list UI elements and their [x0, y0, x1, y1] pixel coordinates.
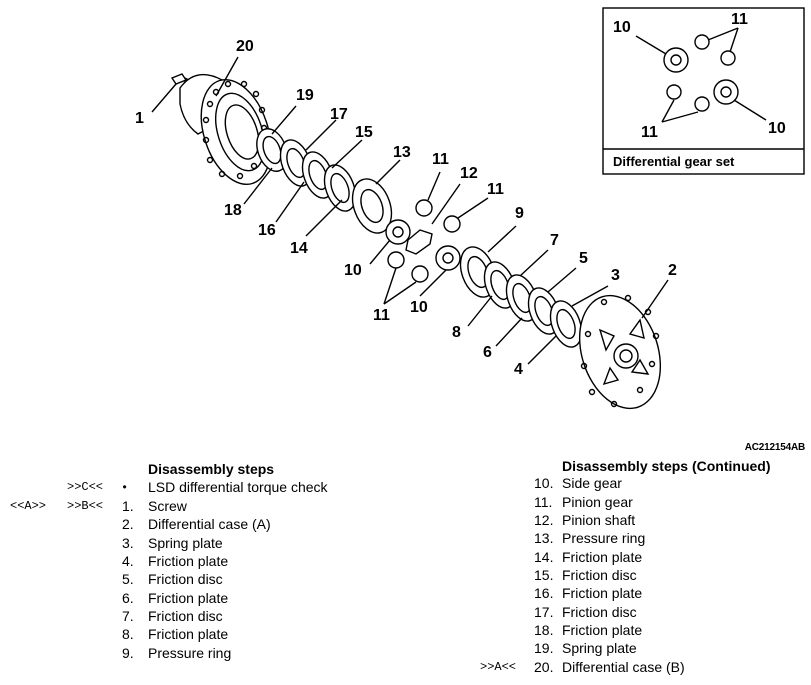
callout-17: 17 — [330, 106, 348, 123]
leader-20 — [215, 56, 239, 97]
leader-14 — [305, 199, 343, 237]
leader-11a — [427, 171, 441, 201]
right-step-item: 19.Spring plate — [534, 640, 637, 656]
differential-case-b-part — [179, 73, 272, 186]
left-step-item: 4.Friction plate — [122, 553, 229, 569]
right-step-item: 10.Side gear — [534, 475, 622, 491]
callout-6: 6 — [483, 344, 492, 361]
left-step-item: 1.Screw — [122, 498, 187, 514]
leader-12 — [431, 183, 461, 225]
callout-20: 20 — [236, 38, 254, 55]
leader-6 — [495, 317, 523, 347]
mark-c: >>C<< — [67, 480, 104, 494]
callout-10b: 10 — [410, 299, 428, 316]
mark-a-right: >>A<< — [480, 660, 517, 674]
figure-id-code: AC212154AB — [744, 442, 805, 453]
leader-10a — [369, 239, 391, 265]
leader-17 — [305, 119, 337, 151]
leader-2 — [641, 279, 669, 319]
inset-gears — [663, 34, 739, 112]
lower-plate-stack — [459, 246, 583, 348]
right-step-item: 18.Friction plate — [534, 622, 643, 638]
right-steps-title: Disassembly steps (Continued) — [562, 458, 771, 474]
left-step-item: 7.Friction disc — [122, 608, 223, 624]
exploded-view-illustration — [151, 7, 805, 410]
callout-9: 9 — [515, 205, 524, 222]
callout-3: 3 — [611, 267, 620, 284]
inset-leader-11b-2 — [661, 111, 699, 123]
left-step-item: LSD differential torque check — [148, 479, 328, 495]
leader-11c-a — [383, 267, 397, 305]
callout-7: 7 — [550, 232, 559, 249]
leader-18 — [243, 167, 273, 205]
callout-15: 15 — [355, 124, 373, 141]
callout-10a: 10 — [344, 262, 362, 279]
right-step-item: 17.Friction disc — [534, 604, 637, 620]
callout-18: 18 — [224, 202, 242, 219]
callout-16: 16 — [258, 222, 276, 239]
inset-callout-10b: 10 — [768, 120, 786, 137]
leader-11c-b — [383, 281, 417, 305]
leader-7 — [519, 249, 549, 277]
right-step-item: 13.Pressure ring — [534, 530, 646, 546]
right-step-item: 15.Friction disc — [534, 567, 637, 583]
callout-12: 12 — [460, 165, 478, 182]
right-step-item: 20.Differential case (B) — [534, 659, 685, 675]
callout-1: 1 — [135, 110, 144, 127]
leader-3 — [571, 285, 609, 307]
left-step-item: 9.Pressure ring — [122, 645, 232, 661]
mark-a-left: <<A>> — [10, 499, 47, 513]
inset-leader-10b — [733, 99, 767, 121]
callout-4: 4 — [514, 361, 523, 378]
inset-callout-11b: 11 — [641, 124, 658, 141]
right-step-item: 12.Pinion shaft — [534, 512, 636, 528]
callout-11b: 11 — [487, 181, 504, 198]
leader-1 — [151, 83, 177, 113]
inset-leader-11a-2 — [729, 27, 739, 53]
inset-leader-11a-1 — [707, 27, 739, 41]
leader-19 — [271, 105, 297, 135]
callout-11a: 11 — [432, 151, 449, 168]
differential-case-a-part — [578, 294, 662, 410]
leader-13 — [375, 159, 401, 185]
inset-leader-10a — [635, 35, 667, 55]
callout-2: 2 — [668, 262, 677, 279]
left-steps-title: Disassembly steps — [148, 461, 275, 477]
inset-caption: Differential gear set — [613, 154, 735, 169]
bullet-mark: • — [121, 481, 129, 495]
callout-19: 19 — [296, 87, 314, 104]
left-step-item: 5.Friction disc — [122, 571, 223, 587]
leader-5 — [547, 267, 577, 293]
leader-4 — [527, 335, 557, 365]
upper-plate-stack — [256, 128, 393, 234]
leader-10b — [419, 269, 447, 297]
leader-8 — [467, 295, 493, 327]
callout-11c: 11 — [373, 307, 390, 324]
center-gear-set — [385, 199, 461, 283]
right-step-item: 16.Friction plate — [534, 585, 643, 601]
right-step-item: 11.Pinion gear — [534, 494, 633, 510]
inset-callout-11a: 11 — [731, 11, 748, 28]
callout-8: 8 — [452, 324, 461, 341]
right-step-item: 14.Friction plate — [534, 549, 643, 565]
left-step-item: 2.Differential case (A) — [122, 516, 271, 532]
inset-callout-10a: 10 — [613, 19, 631, 36]
callout-13: 13 — [393, 144, 411, 161]
callout-5: 5 — [579, 250, 588, 267]
callout-14: 14 — [290, 240, 308, 257]
left-step-item: 8.Friction plate — [122, 626, 229, 642]
leader-11b — [457, 197, 489, 219]
leader-15 — [331, 139, 363, 169]
leader-9 — [487, 225, 517, 253]
mark-b: >>B<< — [67, 499, 104, 513]
leader-16 — [275, 181, 305, 223]
left-step-item: 3.Spring plate — [122, 535, 223, 551]
inset-leader-11b-1 — [661, 99, 675, 123]
left-step-item: 6.Friction plate — [122, 590, 229, 606]
